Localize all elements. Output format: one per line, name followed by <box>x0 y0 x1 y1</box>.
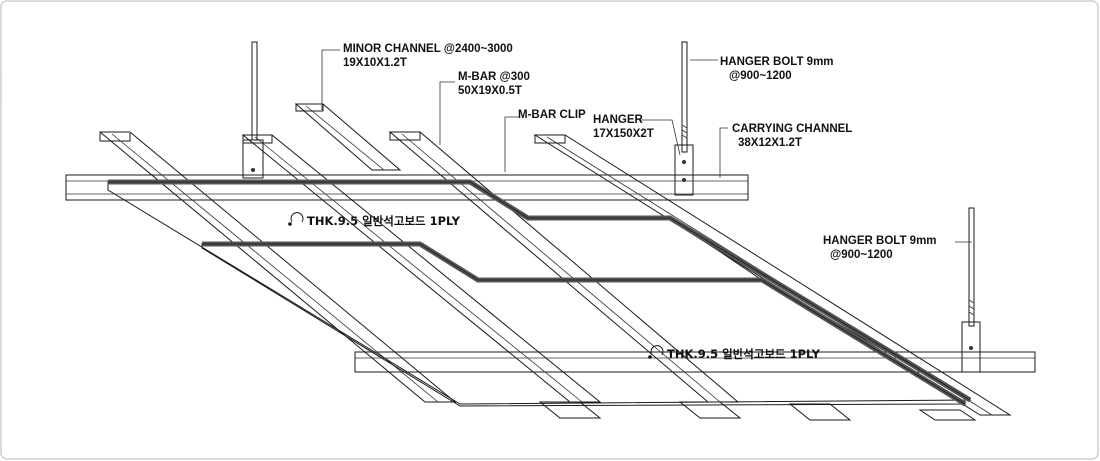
hanger-bolt-top-label-1: HANGER BOLT 9mm <box>720 56 834 68</box>
hanger-bolt-mid <box>674 41 694 196</box>
m-bars <box>98 103 1012 416</box>
hanger-bolt-top-label-2: @900~1200 <box>729 70 792 82</box>
board-upper-label: THK.9.5 일반석고보드 1PLY <box>307 214 461 228</box>
leader-lines <box>321 49 972 243</box>
hanger-label-1: HANGER <box>593 114 644 126</box>
swirl-icon <box>650 345 664 356</box>
m-bar-clip-label: M-BAR CLIP <box>518 109 586 121</box>
m-bar-label-2: 50X19X0.5T <box>458 85 522 97</box>
hanger-bolt-right-label-2: @900~1200 <box>830 249 893 261</box>
carrying-channel-label-2: 38X12X1.2T <box>738 137 802 149</box>
hanger-bolt-right <box>961 207 981 373</box>
board-label-lower: THK.9.5 일반석고보드 1PLY <box>648 345 821 361</box>
m-bar-label-1: M-BAR @300 <box>458 71 530 83</box>
swirl-icon <box>290 212 304 223</box>
labels: MINOR CHANNEL @2400~3000 19X10X1.2T M-BA… <box>343 43 937 261</box>
hanger-bolt-left <box>242 41 264 179</box>
carrying-channel-label-1: CARRYING CHANNEL <box>732 123 852 135</box>
board-label-upper: THK.9.5 일반석고보드 1PLY <box>288 212 461 228</box>
lower-carrying-channel <box>354 351 1036 421</box>
board-lower-label: THK.9.5 일반석고보드 1PLY <box>667 347 821 361</box>
minor-channel-label-2: 19X10X1.2T <box>343 57 407 69</box>
hanger-label-2: 17X150X2T <box>593 128 654 140</box>
channel-profiles <box>99 104 566 144</box>
minor-channel-label-1: MINOR CHANNEL @2400~3000 <box>343 43 513 55</box>
gypsum-board-lower <box>201 241 967 407</box>
hanger-bolt-right-label-1: HANGER BOLT 9mm <box>823 235 937 247</box>
